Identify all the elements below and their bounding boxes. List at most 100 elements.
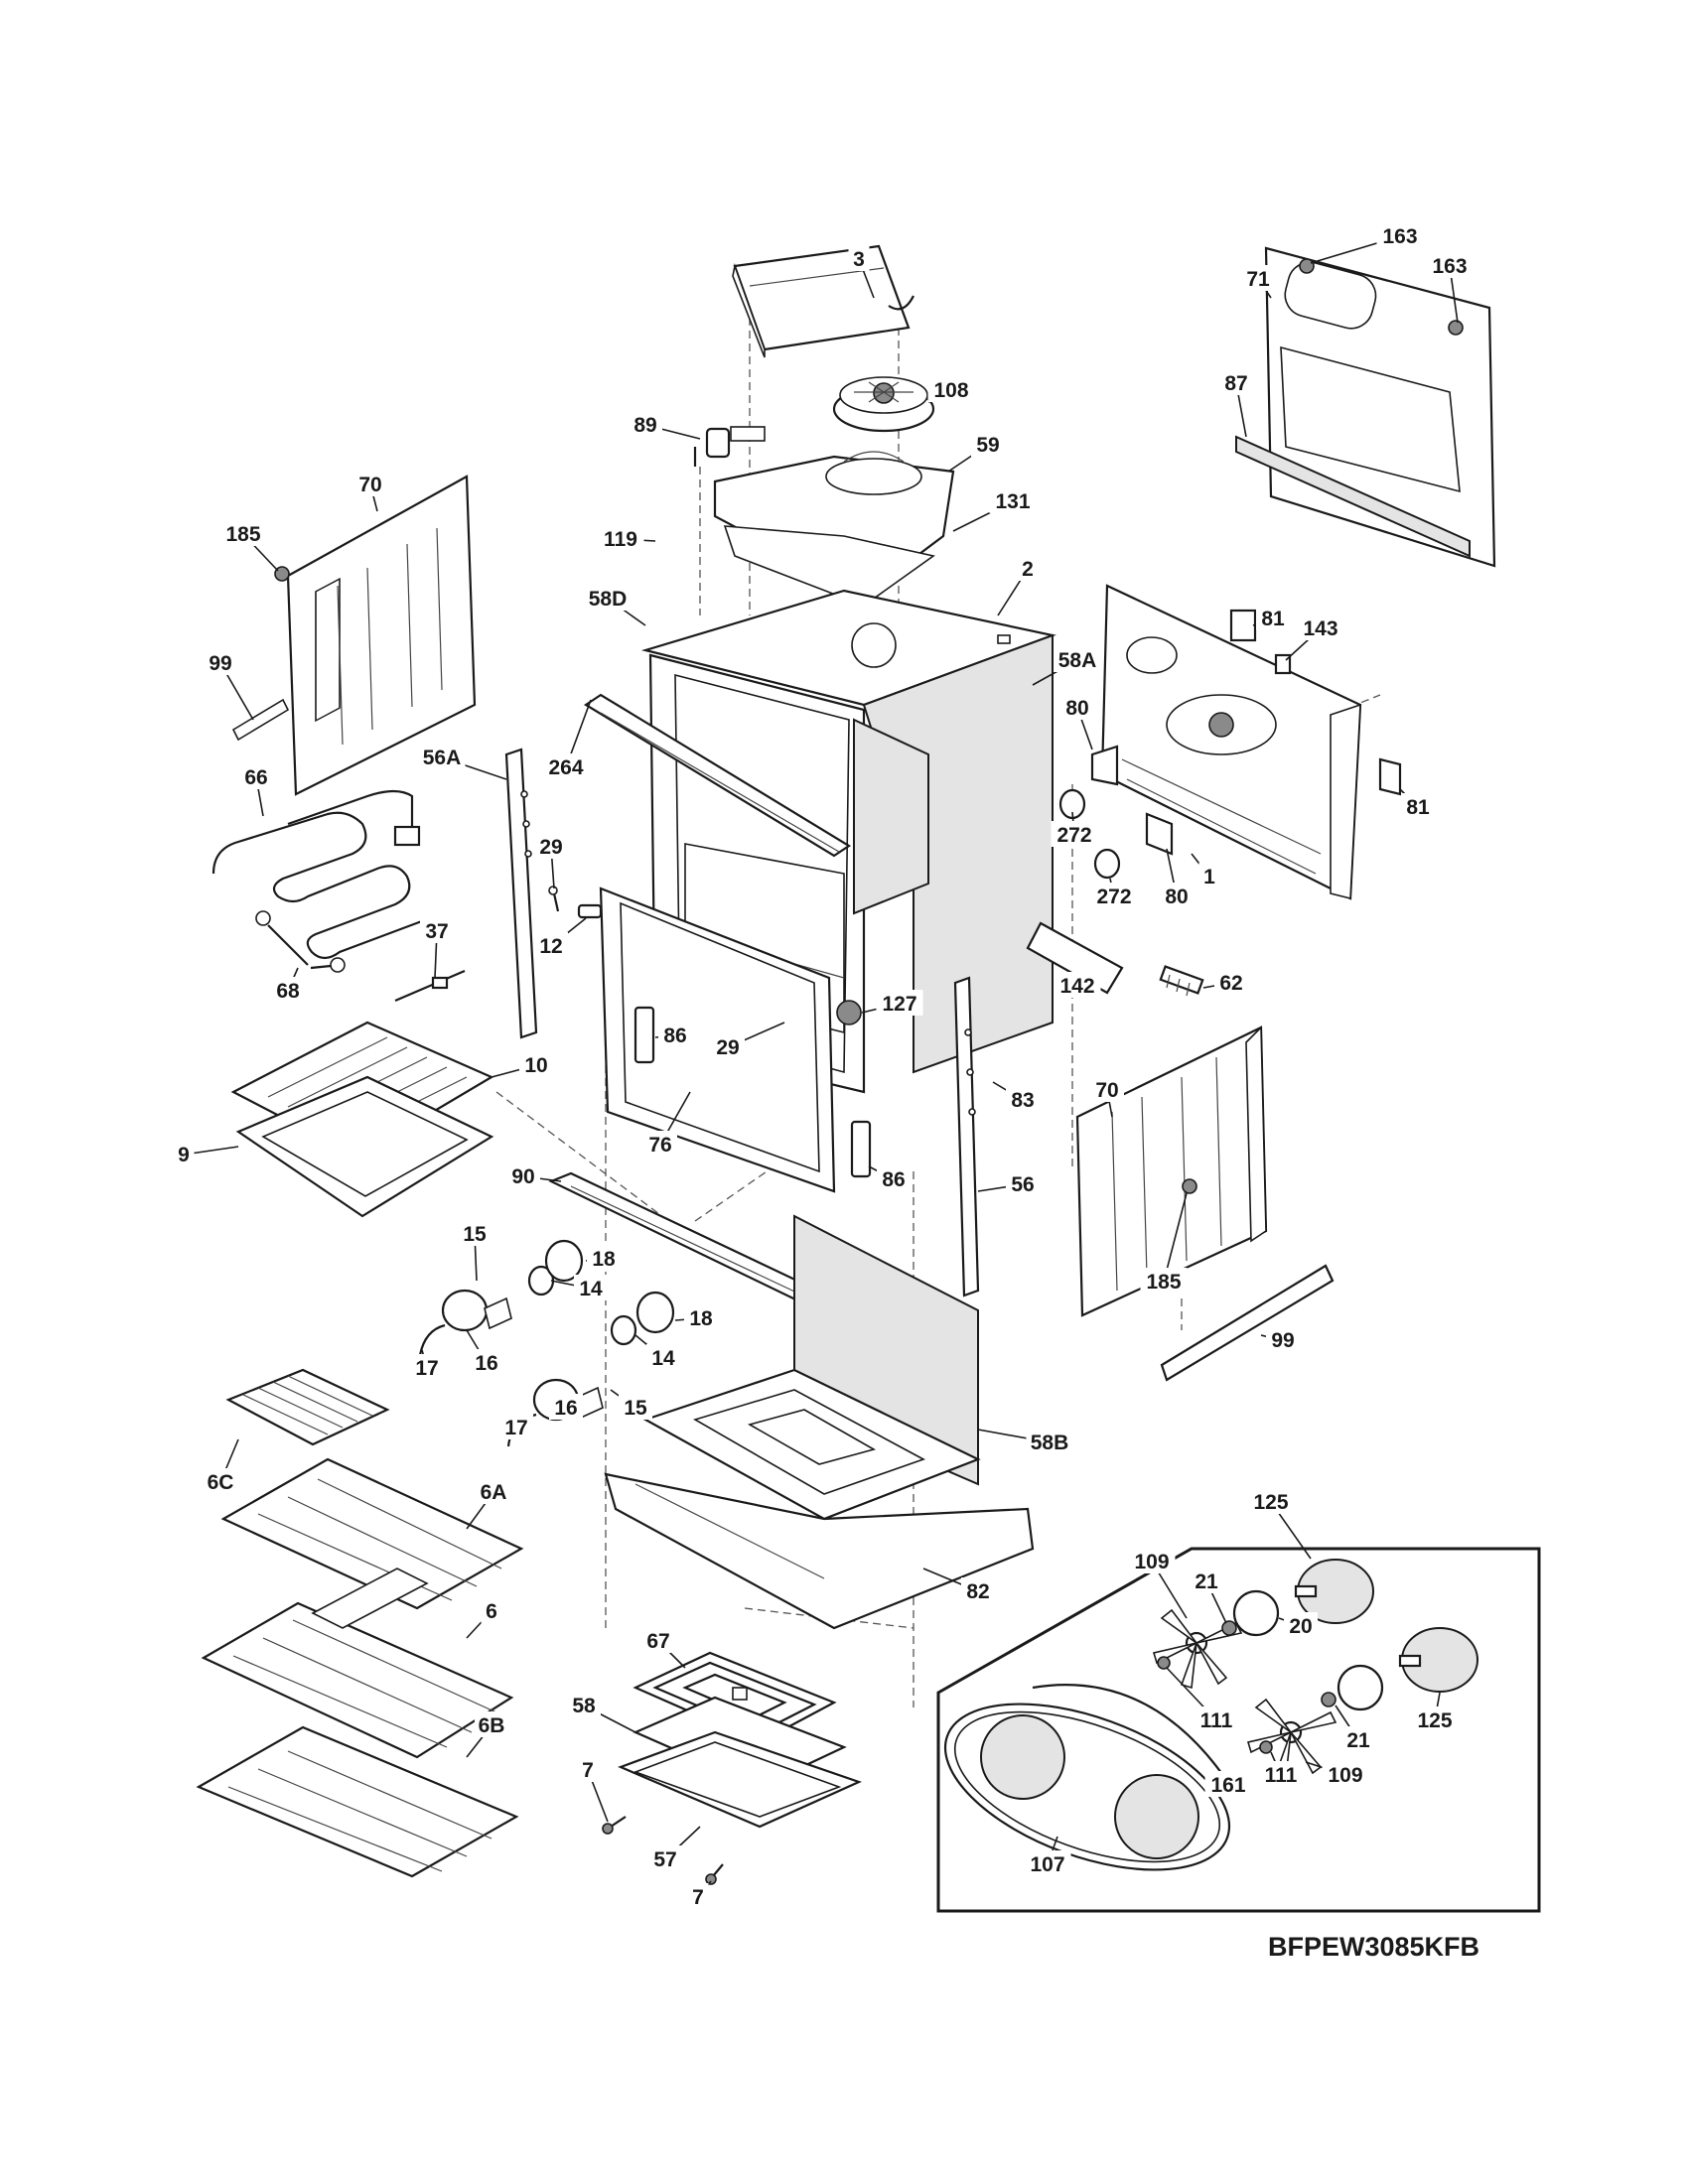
callout-background	[1198, 863, 1220, 888]
callout-background	[597, 525, 644, 551]
callout-label: 99	[209, 652, 231, 675]
callout-label: 62	[1219, 972, 1242, 995]
callout-label: 108	[933, 379, 968, 402]
callout-background	[420, 917, 454, 943]
callout-background	[877, 1165, 911, 1191]
callout-background	[1266, 1326, 1300, 1352]
fan-motor-upper	[1294, 1559, 1374, 1624]
callout-label: 58B	[1031, 1432, 1069, 1454]
rack-6C	[225, 1368, 390, 1446]
bracket-80-b	[1145, 812, 1174, 856]
callout-background	[1411, 1706, 1459, 1732]
callout-background	[1426, 252, 1474, 278]
callout-background	[353, 471, 387, 496]
callout-background	[574, 1275, 608, 1300]
lower-cavity	[604, 1214, 1035, 1630]
callout-label: 131	[995, 490, 1030, 513]
callout-background	[848, 245, 870, 271]
top-vent-cover	[732, 244, 914, 358]
callout-background	[519, 1051, 553, 1077]
callout-label: 86	[882, 1168, 905, 1191]
callout-label: 18	[592, 1248, 616, 1271]
callout-background	[643, 1131, 677, 1157]
callout-label: 83	[1011, 1089, 1034, 1112]
callout-background	[1219, 369, 1253, 395]
callout-label: 7	[692, 1886, 704, 1909]
rack-6	[201, 1568, 514, 1759]
callout-background	[1247, 1488, 1295, 1514]
callout-label: 1	[1203, 866, 1215, 888]
callout-background	[927, 376, 975, 402]
callout-background	[239, 763, 273, 789]
callout-background	[1257, 1761, 1305, 1787]
convection-fan-inset	[936, 1547, 1541, 1913]
callout-label: 76	[648, 1134, 671, 1157]
callout-background	[410, 1354, 444, 1380]
callout-label: 10	[524, 1054, 547, 1077]
callout-background	[534, 833, 568, 859]
callout-label: 82	[966, 1580, 989, 1603]
callout-background	[989, 487, 1037, 513]
hinge-upper	[633, 1006, 655, 1064]
callout-background	[1297, 614, 1344, 640]
side-bracket-right	[953, 976, 980, 1297]
callout-background	[577, 1756, 599, 1782]
callout-background	[1006, 1086, 1040, 1112]
pin-12	[577, 903, 603, 919]
callout-label: 81	[1406, 796, 1430, 819]
callout-background	[499, 1414, 533, 1439]
callout-background	[1060, 694, 1094, 720]
callout-label: 15	[463, 1223, 487, 1246]
callout-background	[684, 1304, 718, 1330]
rack-6A	[220, 1457, 524, 1610]
callout-label: 87	[1224, 372, 1247, 395]
callout-background	[619, 1394, 652, 1420]
callout-label: 7	[582, 1759, 594, 1782]
callout-label: 66	[244, 766, 267, 789]
callout-background	[542, 753, 590, 779]
callout-background	[1341, 1726, 1375, 1752]
callout-label: 21	[1346, 1729, 1370, 1752]
callout-background	[204, 1468, 237, 1494]
rear-panel-mid	[1100, 584, 1362, 900]
side-bracket-left	[504, 748, 538, 1039]
callout-label: 272	[1096, 886, 1131, 908]
callout-background	[876, 990, 923, 1016]
callout-label: 37	[425, 920, 448, 943]
callout-background	[1241, 265, 1275, 291]
callout-label: 29	[539, 836, 562, 859]
callout-background	[1051, 821, 1098, 847]
callout-label: 90	[511, 1165, 534, 1188]
callout-label: 57	[653, 1848, 676, 1871]
callout-label: 89	[633, 414, 656, 437]
callout-label: 14	[579, 1278, 603, 1300]
side-panel-right	[1075, 1025, 1268, 1317]
nut-163-a	[1299, 258, 1315, 274]
callout-leader	[1163, 1192, 1188, 1283]
callout-label: 56A	[423, 747, 462, 769]
callout-label: 81	[1261, 608, 1285, 630]
sensor-probe	[394, 969, 466, 1003]
fan-blade-lower	[1246, 1698, 1337, 1779]
callout-label: 17	[415, 1357, 438, 1380]
callout-background	[629, 411, 662, 437]
callout-background	[458, 1220, 492, 1246]
callout-label: 58	[572, 1695, 596, 1717]
callout-background	[641, 1627, 675, 1653]
callout-label: 18	[689, 1307, 713, 1330]
callout-background	[1160, 883, 1194, 908]
callout-background	[1256, 605, 1290, 630]
bake-element	[633, 1651, 837, 1744]
callout-label: 111	[1265, 1764, 1298, 1787]
callout-label: 58D	[589, 588, 628, 611]
callout-label: 119	[604, 528, 637, 551]
callout-background	[646, 1344, 680, 1370]
callout-label: 16	[554, 1397, 577, 1420]
callout-background	[477, 1478, 510, 1504]
callout-background	[1193, 1706, 1240, 1732]
callout-label: 99	[1271, 1329, 1294, 1352]
screw-7-b	[705, 1863, 724, 1885]
callout-background	[1376, 222, 1424, 248]
callout-background	[1017, 555, 1039, 581]
callout-label: 80	[1165, 886, 1188, 908]
